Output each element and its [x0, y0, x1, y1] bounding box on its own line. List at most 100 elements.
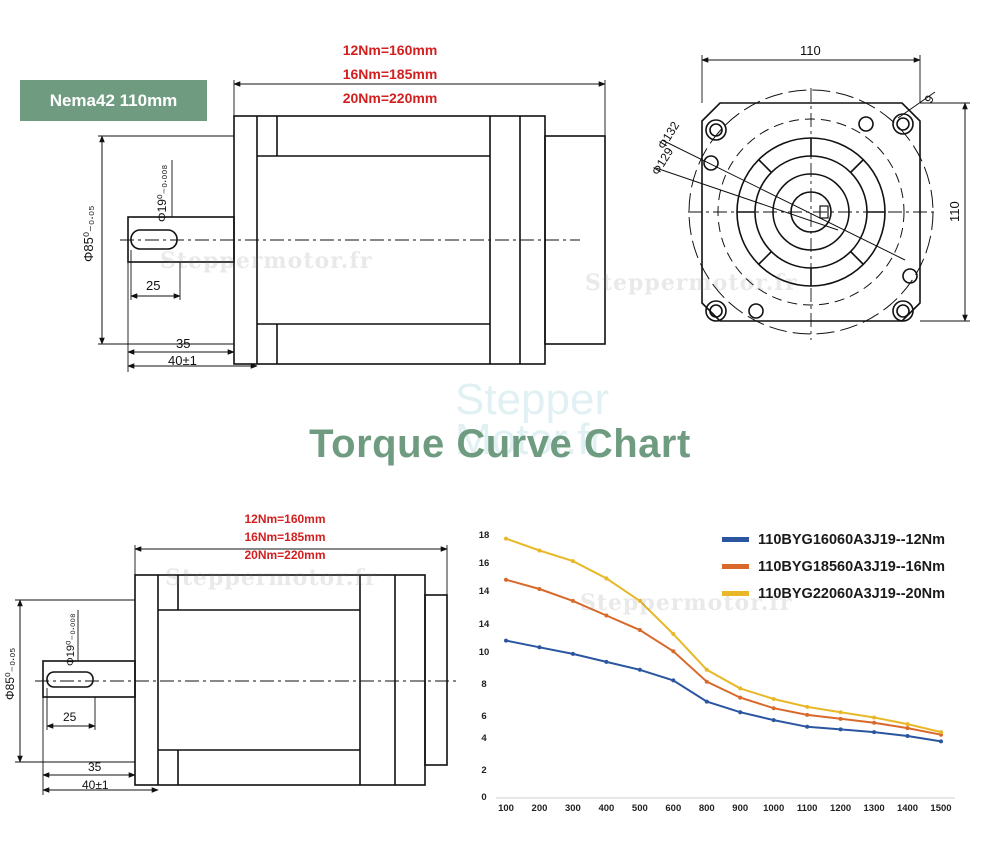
legend-item: 110BYG18560A3J19--16Nm — [722, 553, 945, 580]
watermark: Steppermotor.fr — [585, 270, 798, 296]
data-point — [939, 739, 943, 744]
x-tick-label: 1100 — [797, 803, 818, 814]
data-point — [504, 638, 508, 643]
series-line — [505, 537, 942, 734]
data-point — [771, 718, 776, 723]
data-point — [805, 724, 810, 729]
x-tick-label: 100 — [498, 803, 514, 814]
data-point — [905, 726, 910, 731]
watermark-logo: Stepper Motor.fr — [455, 375, 610, 464]
legend-item: 110BYG22060A3J19--20Nm — [722, 580, 945, 607]
legend-swatch — [722, 591, 749, 596]
data-point — [570, 559, 575, 564]
legend-swatch — [722, 537, 749, 542]
data-point — [838, 727, 843, 732]
watermark-logo-line1: Stepper — [455, 375, 610, 424]
data-point — [570, 651, 575, 656]
data-point — [704, 679, 709, 684]
data-point — [637, 598, 642, 603]
data-point — [570, 598, 575, 603]
data-point — [604, 613, 609, 618]
side-view-bottom — [15, 545, 460, 795]
data-point — [939, 730, 943, 735]
length-callout-top: 12Nm=160mm 16Nm=185mm 20Nm=220mm — [320, 38, 460, 110]
x-tick-label: 200 — [532, 803, 548, 814]
shaft — [127, 216, 235, 263]
data-point — [805, 704, 810, 709]
x-tick-label: 1400 — [897, 803, 918, 814]
data-point — [805, 712, 810, 717]
data-point — [604, 576, 609, 581]
side-view-top — [98, 80, 606, 372]
data-point — [604, 659, 609, 664]
data-point — [905, 734, 910, 739]
dim-key-length-bottom: 25 — [63, 710, 77, 724]
dim-front-height: 110 — [947, 201, 962, 222]
dim-flange-length: 40±1 — [168, 353, 197, 368]
y-tick-label: 8 — [481, 679, 486, 690]
x-tick-label: 1500 — [930, 803, 951, 814]
data-point — [838, 716, 843, 721]
data-point — [537, 548, 542, 553]
data-point — [738, 686, 743, 691]
data-point — [738, 710, 743, 715]
rear-cap-bottom — [424, 594, 448, 766]
watermark-logo-line2: Motor.fr — [455, 415, 605, 464]
dim-shaft-diameter-bottom: Φ19⁰₋₀.₀₀₈ — [65, 613, 77, 666]
y-tick-label: 4 — [481, 733, 487, 744]
x-tick-label: 1300 — [864, 803, 885, 814]
data-point — [671, 632, 676, 637]
dim-bolt-circle: Φ132 — [655, 119, 683, 152]
dim-shaft-length-bottom: 35 — [88, 760, 102, 774]
x-tick-label: 900 — [732, 803, 748, 814]
dim-flange-length-bottom: 40±1 — [82, 778, 109, 792]
dim-body-diameter-bottom: Φ85⁰₋₀.₀₅ — [3, 648, 17, 700]
dim-front-width: 110 — [800, 43, 821, 58]
dim-key-length: 25 — [146, 278, 160, 293]
front-view — [655, 55, 970, 340]
shaft-bottom — [42, 660, 136, 698]
series-line — [505, 578, 942, 736]
y-tick-label: 14 — [479, 586, 490, 597]
data-point — [838, 710, 843, 715]
data-point — [872, 720, 877, 725]
x-tick-label: 1200 — [830, 803, 851, 814]
legend-item: 110BYG16060A3J19--12Nm — [722, 526, 945, 553]
legend-label: 110BYG22060A3J19--20Nm — [758, 585, 946, 602]
x-tick-label: 500 — [632, 803, 648, 814]
chart-legend: 110BYG16060A3J19--12Nm 110BYG18560A3J19-… — [722, 526, 945, 607]
model-badge: Nema42 110mm — [20, 80, 207, 121]
length-20nm: 20Nm=220mm — [244, 548, 326, 562]
watermark: Steppermotor.fr — [580, 590, 793, 616]
data-point — [537, 645, 542, 650]
x-tick-label: 800 — [699, 803, 715, 814]
data-point — [704, 667, 709, 672]
y-tick-label: 2 — [481, 765, 486, 776]
data-point — [637, 628, 642, 633]
data-point — [771, 696, 776, 701]
series-line — [505, 639, 942, 743]
legend-label: 110BYG16060A3J19--12Nm — [758, 531, 946, 548]
page-title: Torque Curve Chart — [309, 422, 691, 466]
length-callout-bottom: 12Nm=160mm 16Nm=185mm 20Nm=220mm — [215, 510, 355, 564]
y-tick-label: 14 — [479, 619, 490, 630]
data-point — [671, 678, 676, 683]
dim-pilot-circle: Φ129 — [649, 145, 677, 178]
x-tick-label: 1000 — [763, 803, 784, 814]
data-point — [738, 695, 743, 700]
data-point — [504, 536, 508, 541]
legend-swatch — [722, 564, 749, 569]
watermark: Steppermotor.fr — [160, 248, 373, 274]
y-tick-label: 0 — [481, 792, 486, 803]
length-16nm: 16Nm=185mm — [342, 66, 438, 82]
y-tick-label: 16 — [479, 558, 490, 569]
dim-hole: 9 — [921, 92, 937, 105]
data-point — [637, 667, 642, 672]
y-tick-label: 6 — [481, 711, 486, 722]
watermark: Steppermotor.fr — [165, 565, 378, 591]
data-point — [704, 699, 709, 704]
dim-shaft-diameter: Φ19⁰₋₀.₀₀₈ — [155, 165, 169, 222]
data-point — [771, 706, 776, 711]
